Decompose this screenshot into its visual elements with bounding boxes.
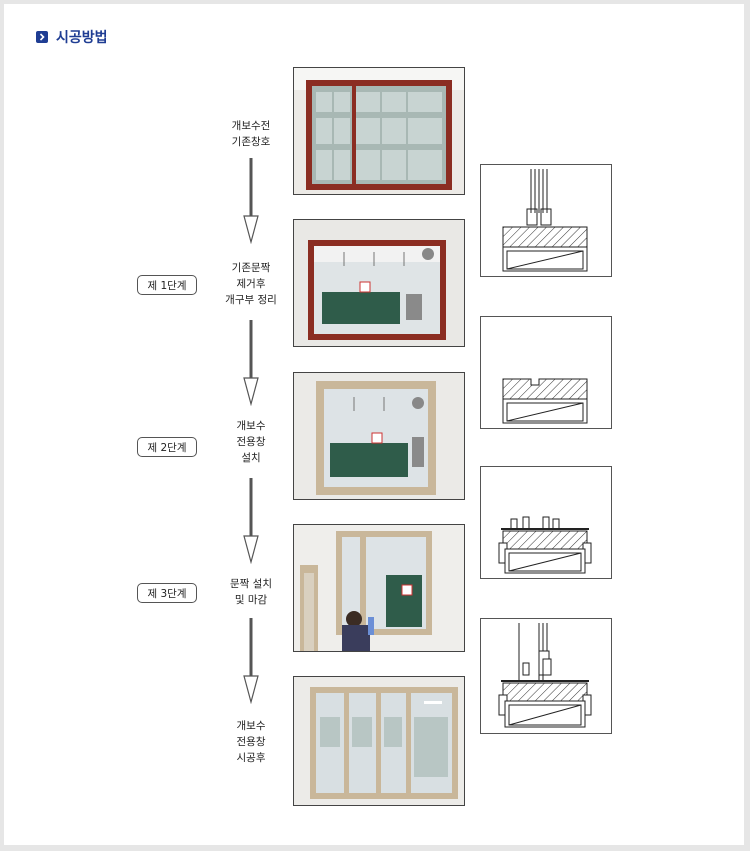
detail-drawing-2 [480, 316, 612, 429]
photo-after-installation [293, 676, 465, 806]
photo-existing-window [293, 67, 465, 195]
section-header: 시공방법 [36, 26, 108, 48]
flow-arrow-4 [243, 618, 259, 704]
detail-drawing-3 [480, 466, 612, 579]
step-1-badge: 제 1단계 [137, 275, 197, 295]
step-2-badge: 제 2단계 [137, 437, 197, 457]
photo-sash-installation [293, 524, 465, 652]
flow-arrow-3 [243, 478, 259, 564]
flow-arrow-2 [243, 320, 259, 406]
photo-frame-installed [293, 372, 465, 500]
photo-opening-cleared [293, 219, 465, 347]
section-title: 시공방법 [56, 30, 108, 46]
flow-arrow-1 [243, 158, 259, 244]
detail-drawing-4 [480, 618, 612, 734]
detail-drawing-1 [480, 164, 612, 277]
step-3-badge: 제 3단계 [137, 583, 197, 603]
chevron-right-icon [36, 31, 48, 43]
